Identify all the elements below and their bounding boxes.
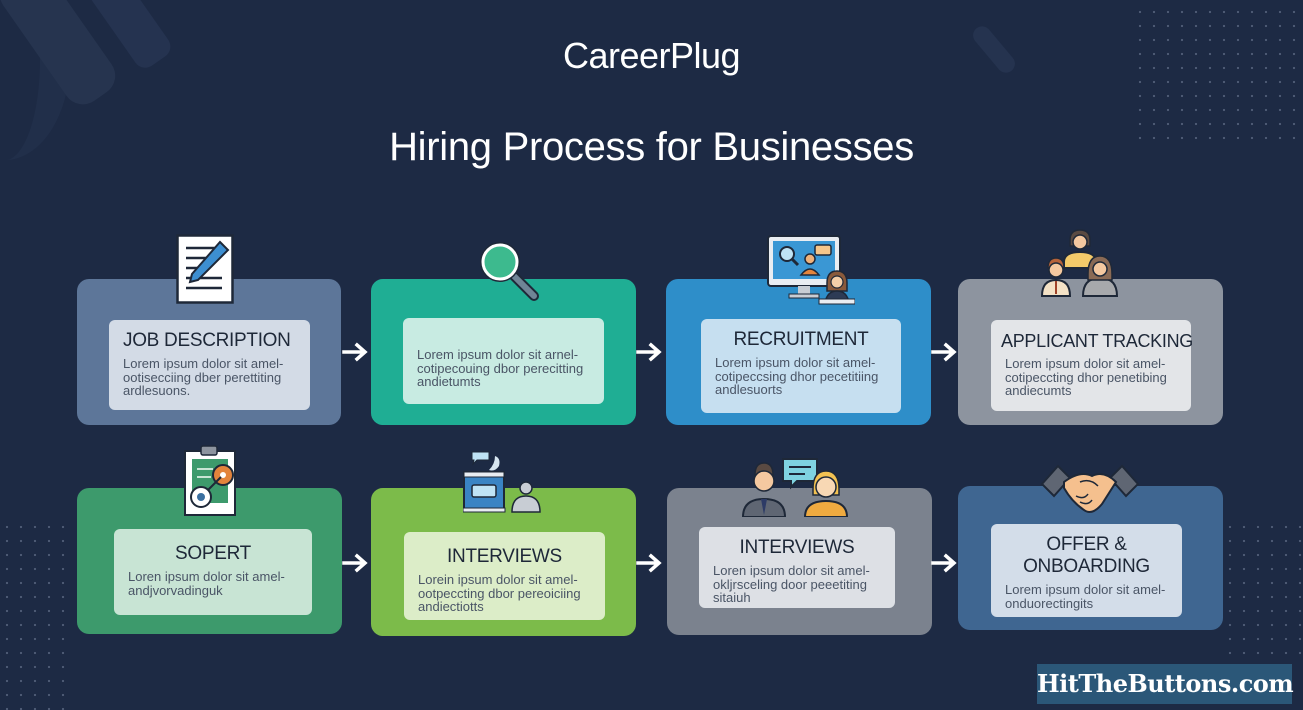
step-content: INTERVIEWS Loren ipsum dolor sit amel- o…	[699, 527, 895, 608]
page-title: Hiring Process for Businesses	[389, 125, 914, 169]
step-content: INTERVIEWS Lorein ipsum dolor sit amel- …	[404, 532, 605, 620]
step-content: RECRUITMENT Lorem ipsum dolor sit amel- …	[701, 319, 901, 413]
document-pen-icon	[176, 234, 234, 304]
flow-arrow	[342, 342, 370, 362]
step-content: Lorem ipsum dolor sit arnel- cotipecouin…	[403, 318, 604, 404]
dot-grid-decoration	[1223, 520, 1303, 660]
step-card-sopert: SOPERT Loren ipsum dolor sit amel- andjv…	[77, 488, 342, 634]
step-description: Lorem ipsum dolor sit amel- ootisecciing…	[123, 356, 284, 398]
step-card-recruitment: RECRUITMENT Lorem ipsum dolor sit amel- …	[666, 279, 931, 425]
flow-arrow	[636, 553, 664, 573]
video-interview-icon	[462, 450, 545, 514]
step-title: SOPERT	[175, 543, 251, 564]
step-description: Lorem ipsum dolor sit amel- onduorecting…	[1005, 582, 1166, 611]
computer-recruiter-icon	[767, 235, 856, 305]
step-content: APPLICANT TRACKING Lorem ipsum dolor sit…	[991, 320, 1193, 411]
flow-arrow	[342, 553, 370, 573]
step-description: Lorein ipsum dolor sit amel- ootpeccting…	[418, 572, 581, 614]
step-title: APPLICANT TRACKING	[1001, 331, 1193, 351]
step-title: INTERVIEWS	[739, 537, 855, 558]
step-description: Lorem ipsum dolor sit arnel- cotipecouin…	[417, 347, 584, 389]
step-title: OFFER & ONBOARDING	[1023, 534, 1150, 577]
step-content: JOB DESCRIPTION Lorem ipsum dolor sit am…	[109, 320, 310, 410]
step-card-applicant-tracking: APPLICANT TRACKING Lorem ipsum dolor sit…	[958, 279, 1223, 425]
step-title: INTERVIEWS	[447, 546, 562, 567]
brand-logo-text: CareerPlug	[562, 35, 741, 76]
step-card-search: Lorem ipsum dolor sit arnel- cotipecouin…	[371, 279, 636, 425]
step-description: Lorem ipsum dolor sit amel- cotipeccsing…	[715, 355, 879, 397]
step-description: Loren ipsum dolor sit amel- okljrsceling…	[713, 563, 870, 605]
dot-grid-decoration	[0, 520, 75, 710]
step-content: SOPERT Loren ipsum dolor sit amel- andjv…	[114, 529, 312, 615]
step-content: OFFER & ONBOARDING Lorem ipsum dolor sit…	[991, 524, 1182, 617]
step-description: Lorem ipsum dolor sit amel- cotipeccting…	[1005, 356, 1167, 398]
step-title: RECRUITMENT	[733, 329, 869, 350]
step-card-job-description: JOB DESCRIPTION Lorem ipsum dolor sit am…	[77, 279, 341, 425]
step-title: JOB DESCRIPTION	[123, 330, 291, 351]
people-group-icon	[1040, 228, 1122, 298]
step-card-interviews-video: INTERVIEWS Lorein ipsum dolor sit amel- …	[371, 488, 636, 636]
flow-arrow	[931, 553, 959, 573]
step-card-interviews-conversation: INTERVIEWS Loren ipsum dolor sit amel- o…	[667, 488, 932, 635]
clipboard-tools-icon	[183, 445, 239, 517]
conversation-people-icon	[741, 457, 851, 518]
magnifier-icon	[478, 240, 540, 302]
handshake-icon	[1040, 460, 1140, 518]
watermark-badge: HitTheButtons.com	[1037, 664, 1294, 704]
dot-grid-decoration	[1133, 5, 1303, 150]
step-description: Loren ipsum dolor sit amel- andjvorvadin…	[128, 569, 285, 598]
flow-arrow	[636, 342, 664, 362]
flow-arrow	[931, 342, 959, 362]
